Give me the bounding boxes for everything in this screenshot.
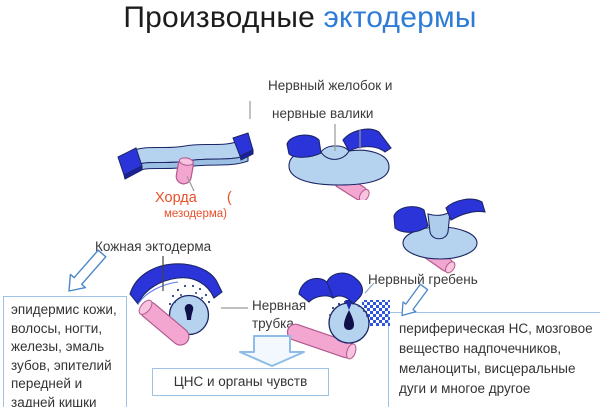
skin-ectoderm-label: Кожная эктодерма — [95, 239, 212, 254]
skin-ectoderm-sheet — [129, 263, 223, 306]
embryo-closed-tube-crest-illustration — [283, 266, 401, 364]
stipple-dots — [168, 284, 211, 306]
left-derivatives-box: эпидермис кожи, волосы, ногти, железы, э… — [3, 296, 127, 407]
mesoderm-label: мезодерма) — [164, 208, 227, 220]
embryo-neural-groove-illustration — [283, 122, 395, 200]
crest-arrow-icon — [401, 283, 429, 317]
down-left-arrow-icon — [68, 249, 107, 292]
embryo-neural-tube-skin-illustration — [128, 258, 242, 352]
notochord-cylinder — [138, 299, 190, 346]
neural-groove-label-line1: Нервный желобок и — [268, 78, 393, 93]
title-black-part: Производные — [123, 1, 324, 34]
embryo-neural-plate-illustration — [115, 128, 255, 192]
neural-groove-label-line2: нервные валики — [272, 106, 374, 121]
chord-label: Хорда( — [155, 190, 232, 206]
neural-tube-label-line1: Нервная — [252, 298, 307, 313]
title-blue-part: эктодермы — [323, 1, 477, 34]
right-derivatives-box: периферическая НС, мозговое вещество над… — [388, 312, 600, 407]
page-title: Производные эктодермы — [0, 1, 600, 35]
neural-crest-label: Нервный гребень — [368, 272, 478, 287]
neural-tube-label-line2: трубка — [252, 316, 294, 331]
notochord-cylinder — [286, 323, 357, 360]
skin-ectoderm-folds — [298, 272, 364, 305]
chord-paren: ( — [226, 190, 232, 206]
tube-lumen — [184, 304, 194, 320]
cns-box: ЦНС и органы чувств — [152, 368, 329, 396]
embryo-closing-groove-illustration — [388, 196, 488, 276]
tube-lumen — [344, 310, 354, 330]
